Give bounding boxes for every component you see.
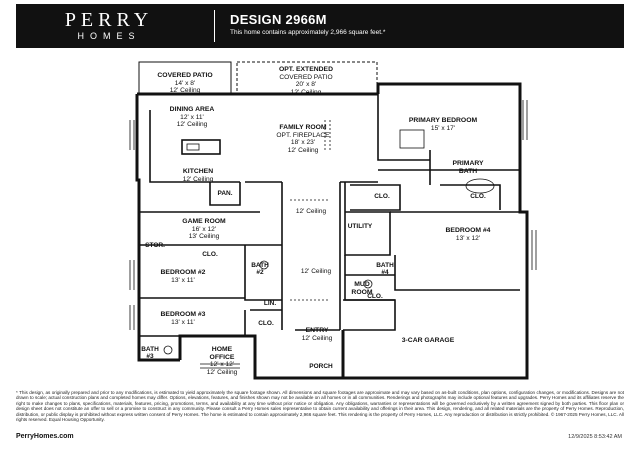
kitchen-sink (186, 143, 200, 151)
primary-closet-fixture (399, 129, 425, 149)
bath4-toilet (363, 279, 373, 289)
perry-homes-logo: PERRY HOMES (34, 10, 184, 42)
room-home-office: HOME OFFICE 12' x 12' 12' Ceiling (207, 346, 238, 376)
room-note: OPT. FIREPLACE (276, 131, 330, 139)
room-entry: ENTRY 12' Ceiling (302, 327, 333, 342)
bath3-label: BATH (141, 346, 159, 353)
hall-ceiling-marks (290, 199, 330, 301)
room-ceiling: 12' Ceiling (301, 334, 333, 342)
room-dim: 13' x 11' (171, 318, 195, 326)
room-name: HOME (211, 346, 233, 353)
room-family: FAMILY ROOM OPT. FIREPLACE 18' x 23' 12'… (276, 124, 329, 154)
pantry-label: PAN. (217, 190, 233, 197)
room-opt-patio: OPT. EXTENDED COVERED PATIO 20' x 8' 12'… (279, 66, 333, 96)
room-name: COVERED PATIO (157, 72, 213, 79)
design-subtitle: This home contains approximately 2,966 s… (230, 29, 386, 36)
room-ceiling: 13' Ceiling (188, 233, 220, 241)
room-garage: 3-CAR GARAGE (402, 337, 455, 345)
porch-label: PORCH (309, 363, 333, 370)
bath2-number: #2 (256, 269, 264, 276)
room-dim: 16' x 12' (191, 225, 217, 233)
room-name-2: BATH (458, 167, 478, 175)
room-name: 3-CAR GARAGE (401, 337, 455, 344)
room-bedroom-2: BEDROOM #2 13' x 11' (161, 269, 206, 284)
room-primary-bedroom: PRIMARY BEDROOM 15' x 17' (409, 117, 477, 132)
room-note: COVERED PATIO (279, 73, 333, 81)
room-ceiling: 12' Ceiling (290, 88, 322, 96)
room-name: GAME ROOM (182, 218, 226, 225)
room-ceiling: 12' Ceiling (169, 87, 201, 95)
bath4-number: #4 (381, 269, 389, 276)
room-name: KITCHEN (182, 168, 214, 175)
room-name: ENTRY (305, 327, 329, 334)
room-name: FAMILY ROOM (279, 124, 327, 131)
room-ceiling: 12' Ceiling (182, 175, 214, 183)
fireplace-mark (324, 120, 331, 150)
room-dining: DINING AREA 12' x 11' 12' Ceiling (170, 106, 215, 129)
room-name: PRIMARY (452, 160, 484, 167)
closet-primary-left-label: CLO. (374, 193, 390, 200)
room-covered-patio: COVERED PATIO 14' x 8' 12' Ceiling (157, 72, 212, 95)
exterior-walls (135, 82, 529, 380)
hall-ceiling-label-2: 12' Ceiling (300, 268, 332, 275)
closet-bed3-label: CLO. (258, 320, 274, 327)
room-mud: MUD ROOM (351, 281, 372, 296)
bath2-label: BATH (251, 262, 269, 269)
closet-bed2-label: CLO. (202, 251, 218, 258)
interior-walls (139, 94, 520, 337)
window-marks (129, 100, 537, 369)
room-ceiling: 12' Ceiling (287, 146, 319, 154)
room-primary-bath: PRIMARY BATH (452, 160, 483, 175)
closet-mud-label: CLO. (367, 293, 383, 300)
room-name: DINING AREA (169, 106, 215, 113)
room-dim: 20' x 8' (295, 81, 317, 89)
legal-disclaimer: * This design, as originally prepared an… (16, 390, 624, 423)
room-ceiling: 12' Ceiling (206, 368, 238, 376)
bath2-toilet (259, 260, 269, 270)
room-name: MUD (354, 281, 370, 288)
room-dim: 13' x 11' (171, 276, 195, 284)
room-game: GAME ROOM 16' x 12' 13' Ceiling (182, 218, 225, 241)
room-name: PRIMARY BEDROOM (408, 117, 478, 124)
hall-ceiling-label: 12' Ceiling (295, 208, 327, 215)
room-dim: 14' x 8' (174, 79, 196, 87)
room-kitchen: KITCHEN 12' Ceiling (183, 168, 214, 183)
room-dim: 13' x 12' (455, 234, 481, 242)
room-name: BEDROOM #3 (160, 311, 206, 318)
utility-label: UTILITY (347, 223, 373, 230)
brand-name: PERRY (64, 9, 154, 31)
design-header: PERRY HOMES DESIGN 2966M This home conta… (16, 4, 624, 48)
print-timestamp: 12/9/2025 8:53:42 AM (568, 434, 622, 440)
room-name-2: OFFICE (209, 353, 235, 361)
room-dim: 15' x 17' (430, 124, 456, 132)
linen-label: LIN. (263, 300, 277, 307)
room-bedroom-4: BEDROOM #4 13' x 12' (446, 227, 491, 242)
design-title: DESIGN 2966M (230, 12, 327, 27)
storage-label: STOR. (145, 242, 165, 249)
room-name: OPT. EXTENDED (278, 66, 334, 73)
closet-primary-right-label: CLO. (470, 193, 486, 200)
room-name: BEDROOM #2 (160, 269, 206, 276)
room-bedroom-3: BEDROOM #3 13' x 11' (161, 311, 206, 326)
brand-subname: HOMES (77, 31, 141, 41)
room-ceiling: 12' Ceiling (176, 121, 208, 129)
room-name: BEDROOM #4 (445, 227, 491, 234)
bath3-number: #3 (146, 353, 154, 360)
room-dim: 18' x 23' (290, 139, 316, 147)
room-name-2: ROOM (351, 288, 373, 296)
primary-tub (465, 178, 495, 194)
bath3-toilet (163, 345, 173, 355)
room-dim: 12' x 11' (180, 113, 204, 121)
header-divider (214, 10, 215, 42)
fixtures (163, 120, 495, 355)
room-dim: 12' x 12' (209, 361, 235, 369)
website-link[interactable]: PerryHomes.com (16, 433, 74, 440)
bath4-label: BATH (376, 262, 394, 269)
